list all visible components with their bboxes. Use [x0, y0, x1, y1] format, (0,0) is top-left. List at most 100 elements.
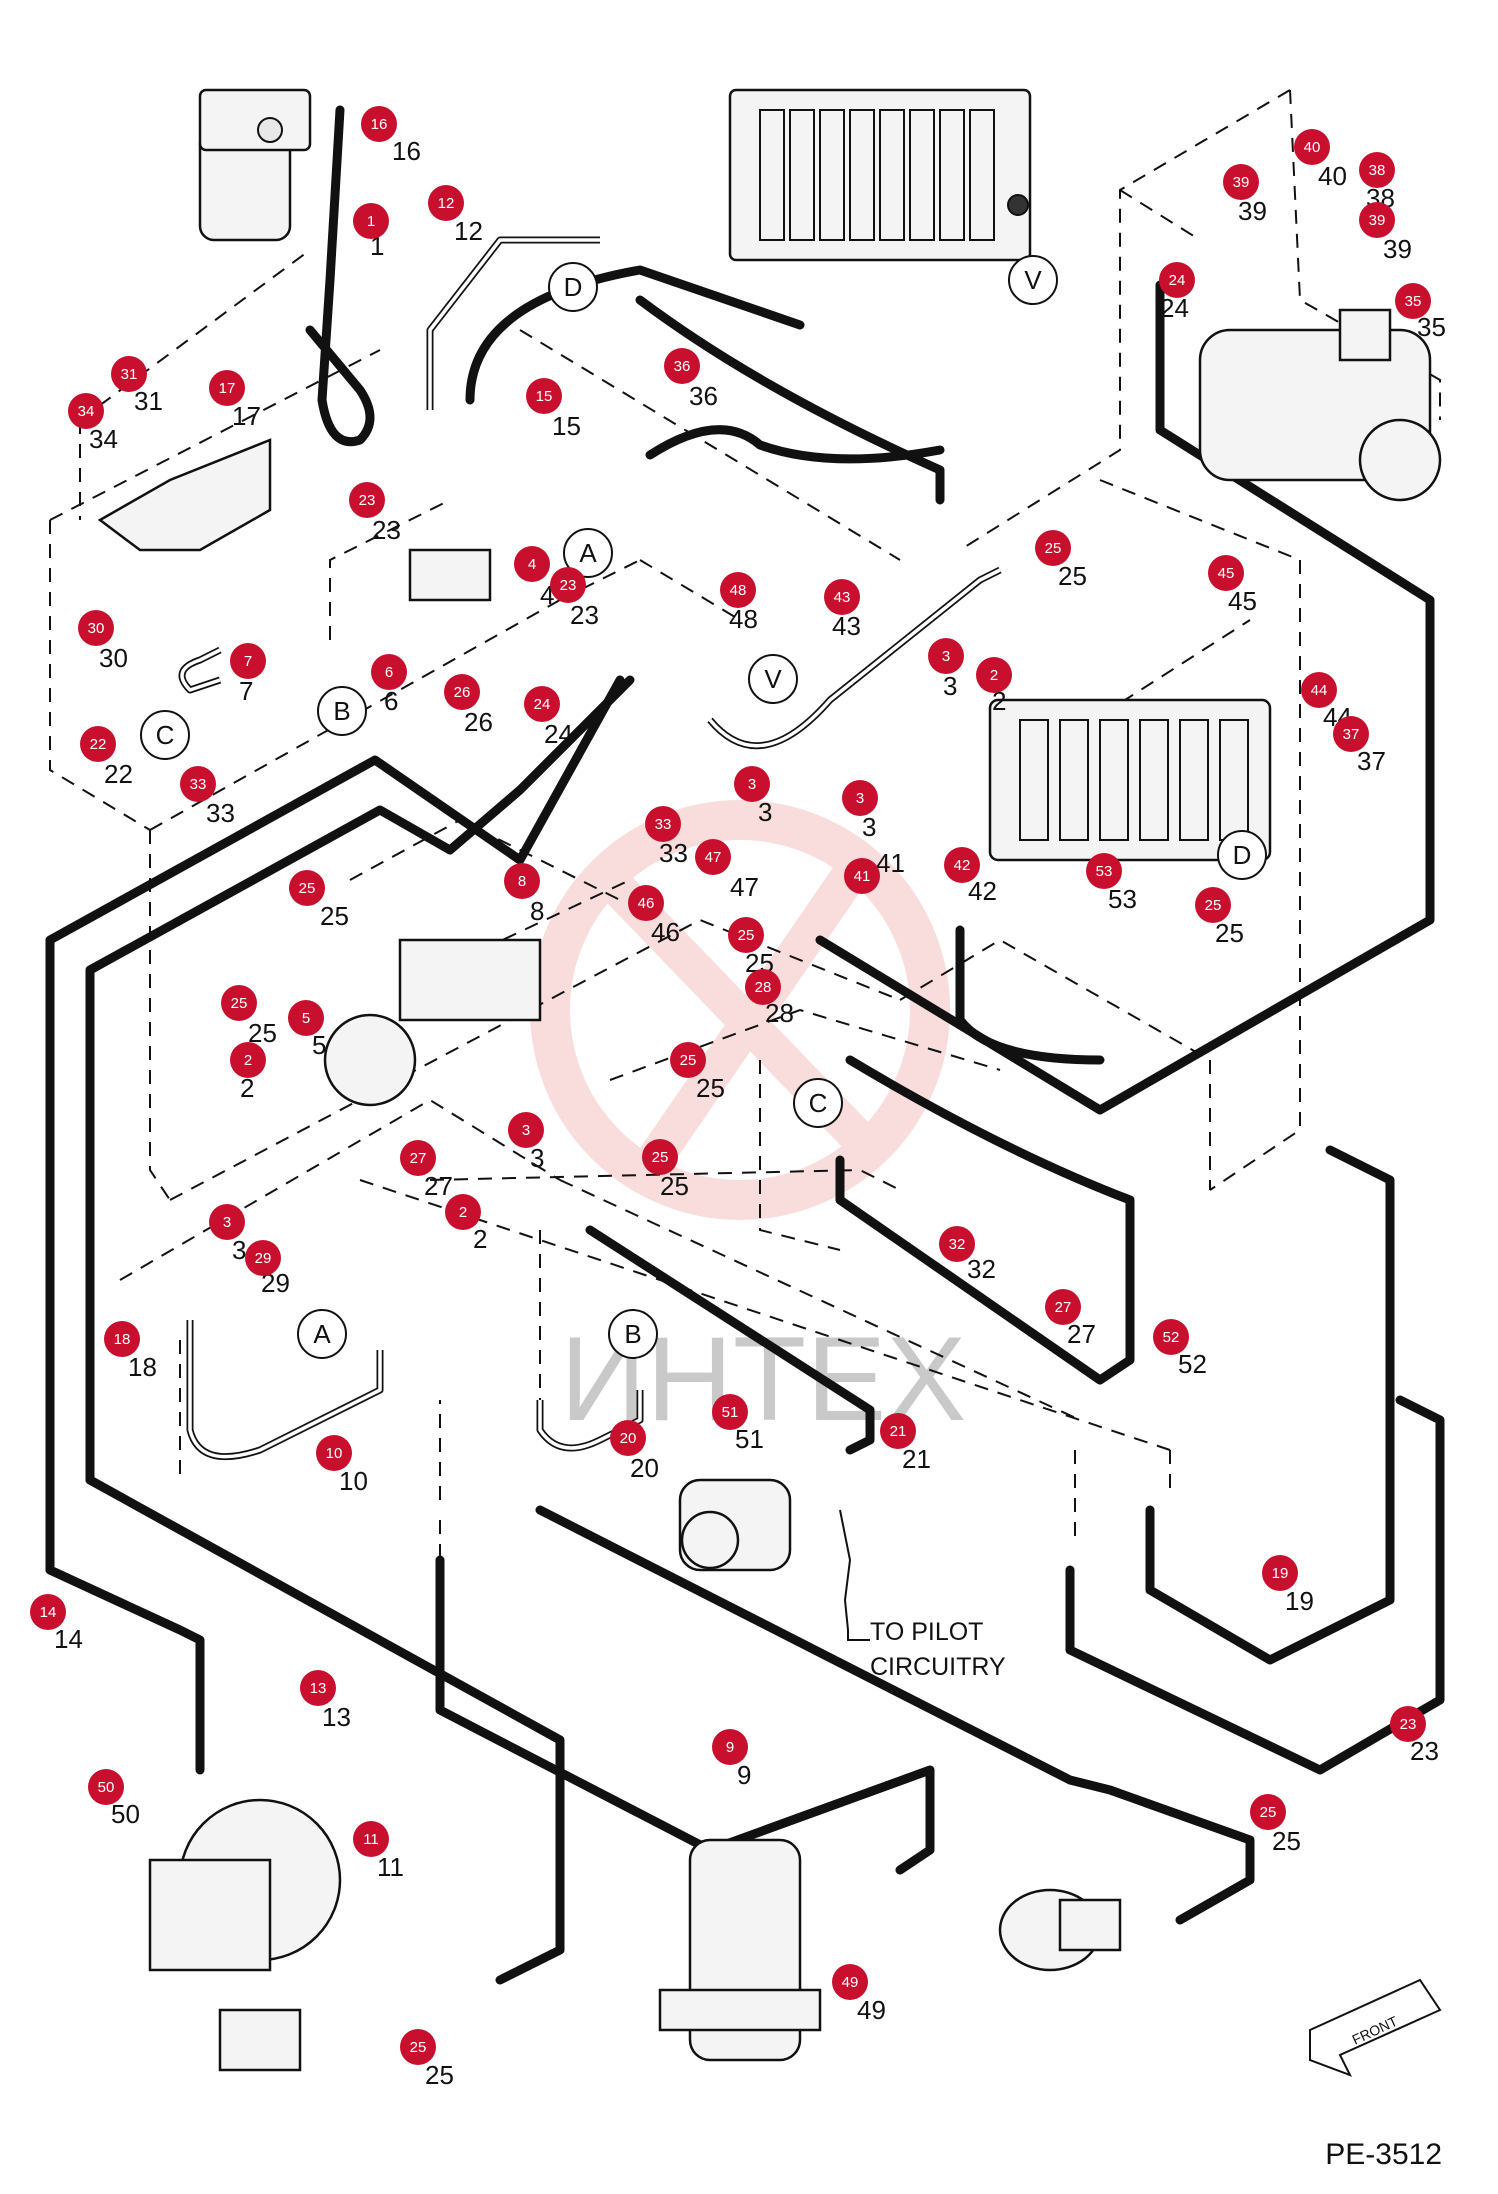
callout-label: 25 [660, 1171, 689, 1201]
callout-label: 20 [630, 1453, 659, 1483]
callout-badge-number: 6 [385, 664, 393, 681]
callout-badge-number: 1 [367, 213, 375, 230]
callout-badge [289, 870, 325, 906]
callout-badge-number: 25 [680, 1052, 697, 1069]
callout-badge-number: 51 [722, 1404, 739, 1421]
callout-badge [628, 885, 664, 921]
callout-badge [1086, 853, 1122, 889]
callout-badge-number: 52 [1163, 1329, 1180, 1346]
callout-badge [526, 378, 562, 414]
callout-label: 39 [1383, 234, 1412, 264]
callout-badge-number: 3 [522, 1122, 530, 1139]
callout-badge [230, 1042, 266, 1078]
callout-badge-number: 25 [231, 995, 248, 1012]
callout-badge [1195, 887, 1231, 923]
callout-label: 50 [111, 1799, 140, 1829]
callout-label: 12 [454, 216, 483, 246]
callout-label: 24 [1160, 293, 1189, 323]
callout: 22 [230, 1042, 266, 1103]
callout-badge [245, 1240, 281, 1276]
callout-badge [428, 185, 464, 221]
callout-badge-number: 18 [114, 1331, 131, 1348]
front-arrow-icon: FRONT [1309, 1978, 1442, 2077]
callout-badge-number: 23 [1400, 1716, 1417, 1733]
callout-badge-number: 33 [190, 776, 207, 793]
callout-badge-number: 47 [705, 849, 722, 866]
callout-badge-number: 30 [88, 620, 105, 637]
callout-badge-number: 7 [244, 653, 252, 670]
callout-label: 2 [240, 1073, 254, 1103]
callout-label: 36 [689, 381, 718, 411]
callout-badge [1359, 152, 1395, 188]
callout-badge [645, 806, 681, 842]
callout-label: 8 [530, 896, 544, 926]
callout-label: 23 [372, 515, 401, 545]
callout-label: 53 [1108, 884, 1137, 914]
callout-badge-number: 15 [536, 388, 553, 405]
callout-badge-number: 34 [78, 403, 95, 420]
circle-reference: A [563, 528, 613, 578]
circle-reference-ring [1008, 255, 1058, 305]
callout-badge [712, 1729, 748, 1765]
swing-motor [148, 1798, 342, 2072]
bracket [97, 438, 272, 552]
callout-label: 7 [239, 676, 253, 706]
gear-pump [678, 1478, 792, 1572]
callout-badge [180, 766, 216, 802]
callout-badge-number: 36 [674, 358, 691, 375]
circle-reference-letter: B [624, 1319, 641, 1349]
callout-label: 52 [1178, 1349, 1207, 1379]
callout-badge-number: 28 [755, 979, 772, 996]
callout-badge [944, 847, 980, 883]
callout-badge [1045, 1289, 1081, 1325]
callout: 44 [514, 546, 554, 610]
callout-label: 2 [992, 686, 1006, 716]
callout-badge [1395, 283, 1431, 319]
callout: 22 [445, 1194, 487, 1254]
callout-badge-number: 25 [738, 927, 755, 944]
callout-label: 3 [758, 797, 772, 827]
circle-reference: D [1217, 830, 1267, 880]
callout-badge [353, 1821, 389, 1857]
circle-reference: V [1008, 255, 1058, 305]
callout-badge [842, 780, 878, 816]
callout-badge-number: 25 [652, 1149, 669, 1166]
callout-label: 27 [1067, 1319, 1096, 1349]
callout-label: 15 [552, 411, 581, 441]
callout-badge [728, 917, 764, 953]
callout-badge [353, 203, 389, 239]
callout-badge-number: 53 [1096, 863, 1113, 880]
main-control-valve-top [728, 88, 1032, 262]
callout-badge [78, 610, 114, 646]
callout-badge [610, 1420, 646, 1456]
rigid-tubes [178, 236, 1002, 1461]
callout-badge-number: 21 [890, 1423, 907, 1440]
callout-label: 37 [1357, 746, 1386, 776]
circle-reference-ring [297, 1309, 347, 1359]
callout-label: 34 [89, 424, 118, 454]
callout-label: 13 [322, 1702, 351, 1732]
circle-reference-letter: C [809, 1088, 828, 1118]
callout-badge-number: 49 [842, 1974, 859, 1991]
callout-badge-number: 19 [1272, 1565, 1289, 1582]
